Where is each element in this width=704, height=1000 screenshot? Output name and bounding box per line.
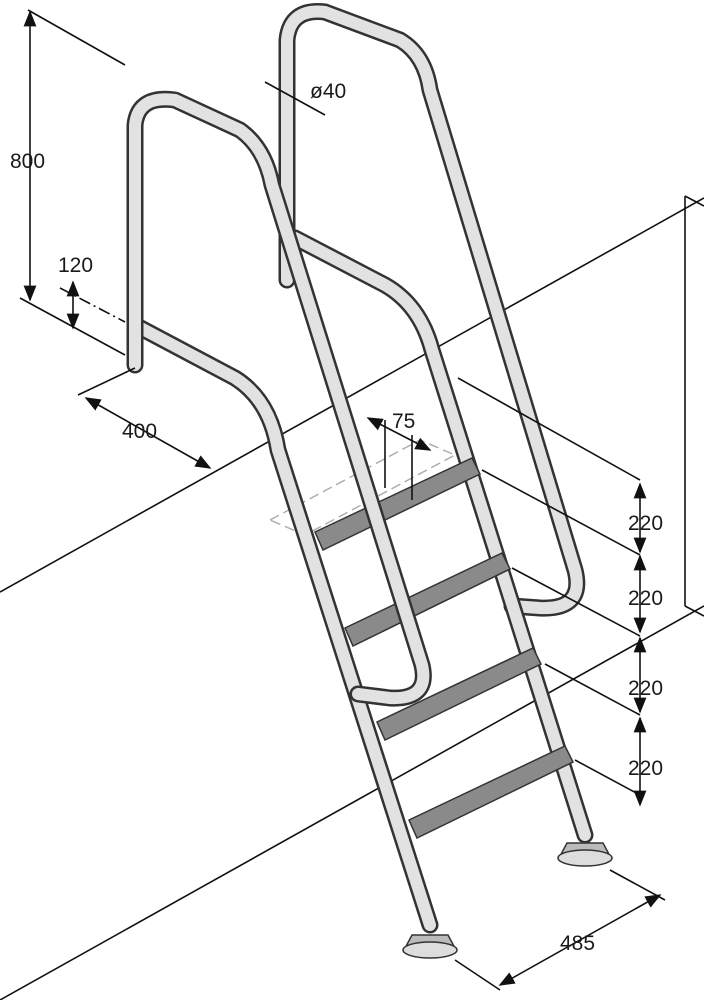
right-stringer <box>286 229 594 844</box>
dim-label-step-4: 220 <box>628 757 663 780</box>
dim-800: 800 <box>10 9 126 356</box>
tread-4 <box>408 745 575 840</box>
tread-outline-ghost <box>268 439 457 536</box>
tread-1 <box>314 457 482 552</box>
dim-diameter: ø40 <box>264 80 346 116</box>
dim-label-485: 485 <box>560 932 595 955</box>
dim-label-step-1: 220 <box>628 512 663 535</box>
pool-outline <box>0 195 704 1000</box>
dim-label-800: 800 <box>10 150 45 173</box>
dim-label-diameter: ø40 <box>310 80 346 103</box>
foot-left <box>402 934 458 959</box>
dim-485: 485 <box>454 869 666 991</box>
treads <box>314 457 575 840</box>
dim-label-75: 75 <box>392 410 415 433</box>
dim-label-step-3: 220 <box>628 677 663 700</box>
dim-400: 400 <box>77 367 212 469</box>
tread-2 <box>344 552 512 648</box>
foot-right <box>557 842 613 867</box>
dim-label-120: 120 <box>58 254 93 277</box>
tread-3 <box>376 647 543 742</box>
left-stringer <box>126 316 439 934</box>
dim-120: 120 <box>58 254 126 330</box>
dim-steps: 220 220 220 220 <box>457 377 663 807</box>
dim-label-400: 400 <box>122 420 157 443</box>
dim-75: 75 <box>366 410 432 500</box>
right-handrail <box>278 3 586 617</box>
dim-label-step-2: 220 <box>628 587 663 610</box>
left-handrail <box>126 90 432 707</box>
